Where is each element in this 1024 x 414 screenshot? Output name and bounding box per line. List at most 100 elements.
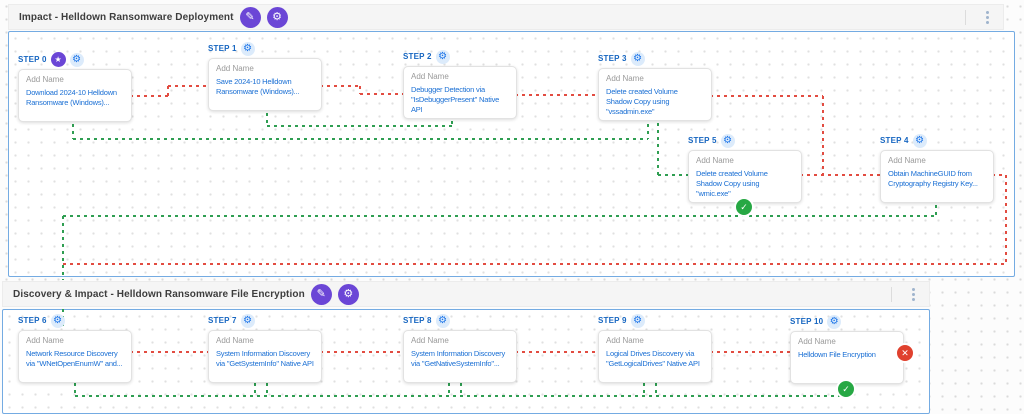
gear-icon: ⚙ xyxy=(272,10,282,23)
connector-line xyxy=(647,124,649,139)
step-name-placeholder: Add Name xyxy=(26,75,64,84)
connector-line xyxy=(130,351,208,353)
step-label: STEP 7 xyxy=(208,316,237,325)
step-card[interactable]: Add Name Download 2024-10 Helldown Ranso… xyxy=(18,69,132,122)
step-node-7: STEP 7 ⚙ Add Name System Information Dis… xyxy=(208,313,322,383)
connector-line xyxy=(710,95,823,97)
step-settings-icon[interactable]: ⚙ xyxy=(69,52,84,67)
step-name-placeholder: Add Name xyxy=(26,336,64,345)
step-settings-icon[interactable]: ⚙ xyxy=(435,313,450,328)
connector-line xyxy=(710,351,790,353)
connector-line xyxy=(63,263,1006,265)
step-card[interactable]: Add Name System Information Discovery vi… xyxy=(208,330,322,383)
connector-line xyxy=(1005,175,1007,264)
step-settings-icon[interactable]: ⚙ xyxy=(630,313,645,328)
step-label: STEP 0 xyxy=(18,55,47,64)
section-title: Discovery & Impact - Helldown Ransomware… xyxy=(13,288,305,300)
step-label: STEP 1 xyxy=(208,44,237,53)
step-node-0: STEP 0 ★ ⚙ Add Name Download 2024-10 Hel… xyxy=(18,52,132,122)
step-settings-icon[interactable]: ⚙ xyxy=(630,51,645,66)
connector-line xyxy=(658,174,688,176)
section-header-impact: Impact - Helldown Ransomware Deployment … xyxy=(8,4,1004,30)
step-settings-icon[interactable]: ⚙ xyxy=(240,313,255,328)
step-description: Download 2024-10 Helldown Ransomware (Wi… xyxy=(26,88,117,107)
connector-line xyxy=(643,383,645,396)
connector-line xyxy=(63,215,936,217)
step-settings-icon[interactable]: ⚙ xyxy=(50,313,65,328)
connector-line xyxy=(451,121,453,126)
star-icon[interactable]: ★ xyxy=(50,52,66,67)
connector-line xyxy=(320,351,403,353)
step-description: Network Resource Discovery via "WNetOpen… xyxy=(26,349,123,368)
step-node-9: STEP 9 ⚙ Add Name Logical Drives Discove… xyxy=(598,313,712,383)
step-settings-icon[interactable]: ⚙ xyxy=(435,49,450,64)
step-name-placeholder: Add Name xyxy=(606,336,644,345)
step-label: STEP 6 xyxy=(18,316,47,325)
section-title: Impact - Helldown Ransomware Deployment xyxy=(19,11,234,23)
step-node-2: STEP 2 ⚙ Add Name Debugger Detection via… xyxy=(403,49,517,119)
step-card[interactable]: Add Name Network Resource Discovery via … xyxy=(18,330,132,383)
connector-line xyxy=(74,383,76,396)
section-menu-button[interactable] xyxy=(910,286,917,303)
step-card[interactable]: Add Name Delete created Volume Shadow Co… xyxy=(598,68,712,121)
step-node-8: STEP 8 ⚙ Add Name System Information Dis… xyxy=(403,313,517,383)
step-node-6: STEP 6 ⚙ Add Name Network Resource Disco… xyxy=(18,313,132,383)
section-menu-button[interactable] xyxy=(984,9,991,26)
step-settings-icon[interactable]: ⚙ xyxy=(720,133,735,148)
connector-line xyxy=(266,383,268,396)
header-divider xyxy=(965,9,966,25)
step-label: STEP 2 xyxy=(403,52,432,61)
step-card[interactable]: Add Name System Information Discovery vi… xyxy=(403,330,517,383)
scenario-settings-button[interactable]: ⚙ xyxy=(266,6,288,28)
step-name-placeholder: Add Name xyxy=(411,72,449,81)
step-settings-icon[interactable]: ⚙ xyxy=(912,133,927,148)
step-node-1: STEP 1 ⚙ Add Name Save 2024-10 Helldown … xyxy=(208,41,322,111)
step-description: Delete created Volume Shadow Copy using … xyxy=(606,87,678,116)
error-badge-icon: ✕ xyxy=(895,343,915,363)
step-description: System Information Discovery via "GetSys… xyxy=(216,349,314,368)
step-description: Debugger Detection via "IsDebuggerPresen… xyxy=(411,85,500,114)
step-description: Delete created Volume Shadow Copy using … xyxy=(696,169,768,198)
connector-line xyxy=(935,205,937,216)
step-card[interactable]: Add Name Debugger Detection via "IsDebug… xyxy=(403,66,517,119)
step-label: STEP 10 xyxy=(790,317,824,326)
success-badge-icon: ✓ xyxy=(836,379,856,399)
step-name-placeholder: Add Name xyxy=(888,156,926,165)
step-node-10: STEP 10 ⚙ Add Name Helldown File Encrypt… xyxy=(790,314,904,384)
step-label: STEP 9 xyxy=(598,316,627,325)
edit-scenario-button[interactable]: ✎ xyxy=(239,6,261,28)
connector-line xyxy=(822,96,824,175)
step-description: Obtain MachineGUID from Cryptography Reg… xyxy=(888,169,978,188)
connector-line xyxy=(320,85,360,87)
scenario-settings-button[interactable]: ⚙ xyxy=(337,283,359,305)
step-card[interactable]: Add Name Logical Drives Discovery via "G… xyxy=(598,330,712,383)
header-divider xyxy=(891,286,892,302)
step-label: STEP 3 xyxy=(598,54,627,63)
step-name-placeholder: Add Name xyxy=(696,156,734,165)
connector-line xyxy=(359,86,361,94)
connector-line xyxy=(800,174,880,176)
connector-line xyxy=(130,95,168,97)
section-header-discovery: Discovery & Impact - Helldown Ransomware… xyxy=(2,281,930,307)
success-badge-icon: ✓ xyxy=(734,197,754,217)
step-card[interactable]: Add Name Helldown File Encryption xyxy=(790,331,904,384)
connector-line xyxy=(254,383,256,396)
connector-line xyxy=(515,94,598,96)
step-card[interactable]: Add Name Obtain MachineGUID from Cryptog… xyxy=(880,150,994,203)
gear-icon: ⚙ xyxy=(343,287,354,300)
step-description: Logical Drives Discovery via "GetLogical… xyxy=(606,349,700,368)
step-card[interactable]: Add Name Save 2024-10 Helldown Ransomwar… xyxy=(208,58,322,111)
step-name-placeholder: Add Name xyxy=(411,336,449,345)
step-card[interactable]: Add Name Delete created Volume Shadow Co… xyxy=(688,150,802,203)
step-node-4: STEP 4 ⚙ Add Name Obtain MachineGUID fro… xyxy=(880,133,994,203)
connector-line xyxy=(515,351,598,353)
step-settings-icon[interactable]: ⚙ xyxy=(827,314,842,329)
step-description: Save 2024-10 Helldown Ransomware (Window… xyxy=(216,77,300,96)
connector-line xyxy=(460,383,462,396)
connector-line xyxy=(448,383,450,396)
step-label: STEP 5 xyxy=(688,136,717,145)
connector-line xyxy=(62,216,64,280)
step-settings-icon[interactable]: ⚙ xyxy=(240,41,255,56)
connector-line xyxy=(72,124,74,139)
edit-scenario-button[interactable]: ✎ xyxy=(310,283,332,305)
